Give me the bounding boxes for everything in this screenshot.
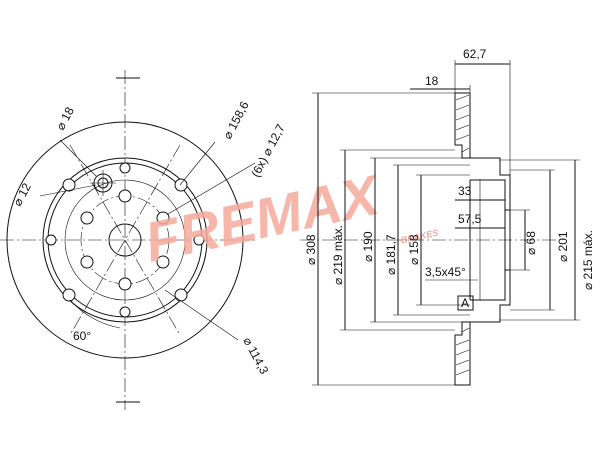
bolt-hole — [156, 255, 170, 269]
bolt-hole — [156, 211, 170, 225]
d-190-label: ⌀ 190 — [361, 231, 375, 262]
brand-logo-text: FREMAX — [139, 162, 387, 274]
d-201-label: ⌀ 201 — [556, 231, 570, 262]
leader-pcd-outer — [179, 141, 216, 186]
ring-hole-small — [45, 234, 57, 246]
ring-hole-small — [193, 234, 205, 246]
hat-wall-lower — [470, 269, 511, 323]
chamfer-label: 3,5x45° — [425, 265, 466, 279]
ring-hole-small — [119, 162, 131, 174]
dim-62-7-label: 62,7 — [463, 47, 487, 61]
bolt-hole — [80, 255, 94, 269]
ring-hole — [62, 178, 76, 192]
ring-hole — [62, 288, 76, 302]
hatching — [455, 94, 470, 376]
d-308-label: ⌀ 308 — [304, 234, 318, 265]
ring-hole — [174, 178, 188, 192]
dim-57-5-label: 57,5 — [458, 212, 482, 226]
bolt-hole — [80, 211, 94, 225]
d-181-label: ⌀ 181,7 — [384, 234, 398, 275]
bolt-holes — [80, 189, 170, 291]
front-centerline-diag-2 — [69, 144, 181, 336]
angle-label: 60° — [73, 329, 91, 343]
angle-arc — [69, 299, 121, 329]
small-hole-dia-label: ⌀ 12 — [10, 180, 34, 208]
hat-wall-upper — [470, 157, 511, 211]
bolt-hole — [118, 277, 132, 291]
hole-dia-label: ⌀ 18 — [53, 104, 77, 132]
leader-bolt-circle — [164, 289, 239, 341]
pcd-outer-label: ⌀ 158,6 — [220, 99, 252, 142]
ring-hole-small — [119, 306, 131, 318]
side-view: 62,7 18 33 57,5 3,5x45° A ⌀ 308 ⌀ 219 má… — [300, 47, 595, 386]
d-219-label: ⌀ 219 máx. — [331, 225, 345, 285]
dim-18-label: 18 — [425, 74, 439, 88]
leader-hole-dia — [59, 139, 97, 177]
d-215-label: ⌀ 215 máx. — [581, 230, 595, 290]
leader-bolt-spec — [167, 162, 256, 215]
d-158-label: ⌀ 158 — [407, 234, 421, 265]
datum-box — [457, 295, 474, 311]
datum-label: A — [461, 296, 469, 310]
bolt-circle-label: ⌀ 114,3 — [240, 335, 271, 377]
leader-small-hole — [39, 184, 97, 197]
bolt-hole — [118, 189, 132, 203]
d-68-label: ⌀ 68 — [524, 231, 538, 255]
ring-hole — [174, 288, 188, 302]
bolt-spec-label: (6x) ⌀ 12,7 — [248, 121, 288, 179]
dim-33-label: 33 — [458, 184, 472, 198]
front-centerline-diag-1 — [69, 144, 181, 336]
